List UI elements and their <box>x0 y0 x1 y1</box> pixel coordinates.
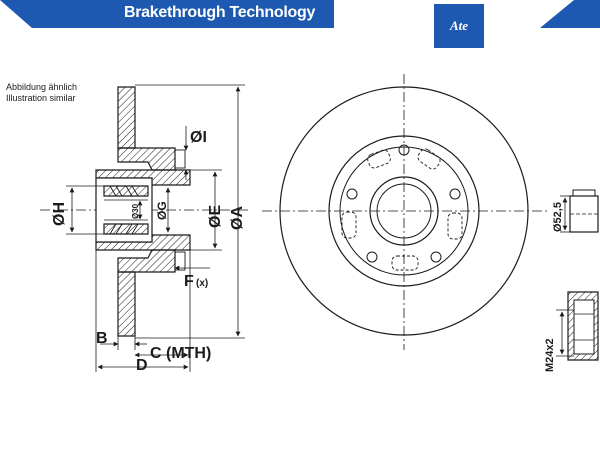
header-banner-right <box>540 0 600 28</box>
bolt-hole-2 <box>449 188 461 200</box>
brand-title-bold: Brake <box>124 4 167 21</box>
label-M24: M24x2 <box>544 338 556 372</box>
front-view <box>262 74 548 350</box>
disc-bore-inner <box>376 183 432 239</box>
ate-logo-text: Ate <box>449 18 469 33</box>
brand-title-rest: through Technology <box>166 4 316 21</box>
ate-logo: Ate <box>434 4 484 48</box>
disc-ring-lower <box>117 271 136 337</box>
disc-ring-upper <box>117 86 136 149</box>
label-C: C (MTH) <box>150 345 211 362</box>
label-oI: ØI <box>190 129 207 146</box>
brand-title: Brakethrough Technology <box>124 4 315 22</box>
vent-slot-4 <box>391 255 419 271</box>
vent-slot-5 <box>341 211 357 239</box>
note-line-en: Illustration similar <box>6 93 76 103</box>
label-B: B <box>96 330 108 347</box>
disc-hub-circle <box>339 146 469 276</box>
hat-lower <box>117 249 176 273</box>
header-banner-left <box>0 0 334 28</box>
illustration-note: Abbildung ähnlich Illustration similar <box>6 82 77 104</box>
label-F-suffix: (x) <box>196 278 208 289</box>
stud-hole-lower <box>174 251 186 271</box>
label-D: D <box>136 357 148 374</box>
disc-outer-circle <box>279 86 529 336</box>
nut-detail <box>556 189 599 361</box>
vent-slot-2 <box>417 148 441 170</box>
label-oE: ØE <box>207 205 224 228</box>
label-o30: Ø30 <box>131 203 140 219</box>
bolt-hole-3 <box>430 251 442 263</box>
vent-slot-1 <box>367 149 391 169</box>
label-o52: Ø52,5 <box>552 202 564 232</box>
label-oG: ØG <box>155 201 169 220</box>
bearing-rollers <box>109 185 139 235</box>
bolt-hole-4 <box>366 251 378 263</box>
label-oA: ØA <box>229 206 246 230</box>
vent-slot-3 <box>447 212 463 240</box>
bolt-hole-5 <box>346 188 358 200</box>
note-line-de: Abbildung ähnlich <box>6 82 78 92</box>
disc-hat-circle <box>328 135 480 287</box>
section-view <box>40 86 250 337</box>
hat-upper <box>117 147 176 171</box>
label-oH: ØH <box>51 202 68 226</box>
bolt-hole-1 <box>398 144 410 156</box>
stud-hole-upper <box>174 149 186 169</box>
section-dimensions <box>66 84 245 372</box>
disc-bore-outer <box>369 176 439 246</box>
label-F: F <box>184 273 194 290</box>
